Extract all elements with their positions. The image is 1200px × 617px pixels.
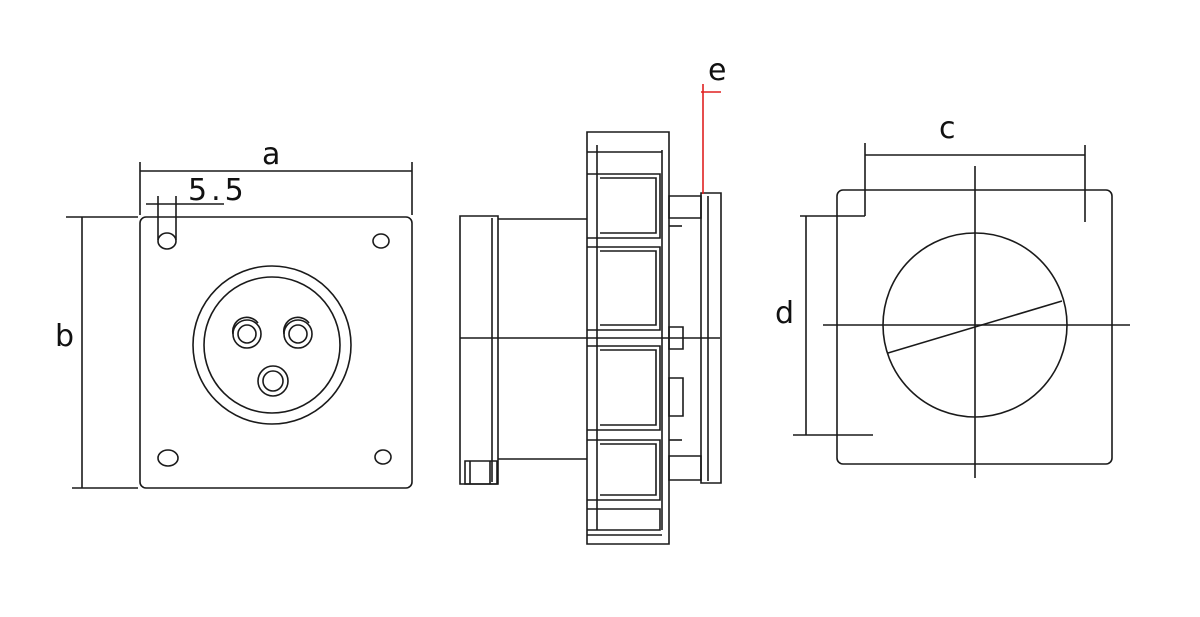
dimension-a	[140, 162, 412, 215]
dimension-hole-label: 5.5	[188, 173, 248, 208]
side-view	[460, 84, 721, 544]
dimension-c-label: c	[939, 111, 956, 146]
dimension-b-label: b	[55, 319, 75, 354]
dimension-e	[701, 84, 721, 194]
mount-hole-top-right	[373, 234, 389, 248]
dimension-d-label: d	[775, 296, 795, 331]
dimension-e-label: e	[708, 53, 727, 88]
dimension-d	[793, 216, 873, 435]
mount-hole-bottom-left	[158, 450, 178, 466]
side-front-face	[669, 193, 721, 483]
dimension-c	[800, 143, 1085, 222]
socket-outer-ring	[193, 266, 351, 424]
cutout-view	[793, 143, 1130, 478]
mount-hole-top-left	[158, 233, 176, 249]
dimension-a-label: a	[262, 137, 281, 172]
dimension-b	[66, 217, 138, 488]
mount-hole-bottom-right	[375, 450, 391, 464]
side-back-foot	[465, 461, 497, 484]
pin-contacts	[233, 317, 312, 396]
front-flange-plate	[140, 217, 412, 488]
socket-inner-ring	[204, 277, 340, 413]
front-view	[66, 162, 412, 488]
side-ribs	[587, 152, 662, 535]
dimension-hole-diameter	[146, 196, 224, 240]
